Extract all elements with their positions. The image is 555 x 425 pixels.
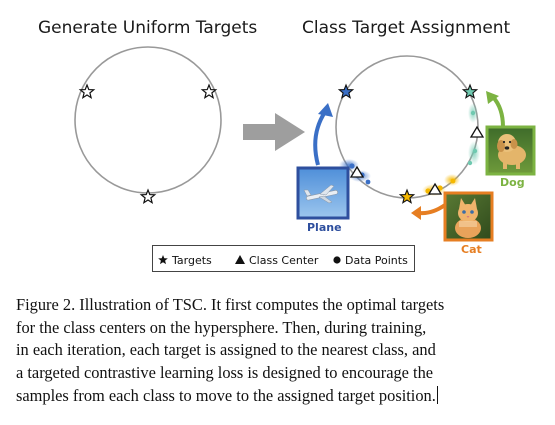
dog-class-center: [469, 125, 485, 138]
left-panel-title: Generate Uniform Targets: [38, 18, 258, 38]
dog-data-points: [467, 103, 480, 166]
caption-line-text: samples from each class to move to the a…: [16, 385, 436, 405]
legend-class-center-label: Class Center: [249, 254, 319, 267]
cat-target-star: [398, 188, 416, 204]
dog-photo: [485, 125, 536, 176]
caption-line: in each iteration, each target is assign…: [16, 340, 436, 360]
dog-move-arrow: [491, 95, 505, 128]
cat-move-arrow: [419, 203, 447, 216]
right-panel-title: Class Target Assignment: [302, 18, 511, 38]
plane-label: Plane: [307, 221, 342, 234]
dog-target-star: [461, 83, 479, 99]
plane-move-arrow: [313, 110, 327, 166]
text-cursor: [436, 385, 438, 404]
transition-arrow: [243, 113, 305, 151]
caption-line-last: samples from each class to move to the a…: [16, 385, 546, 408]
legend-data-points-label: Data Points: [345, 254, 408, 267]
figure-graphic: [74, 46, 536, 242]
dog-move-arrowhead: [486, 91, 499, 104]
caption-line: Figure 2. Illustration of TSC. It first …: [16, 295, 445, 314]
left-target-star-1: [78, 83, 96, 100]
legend: [152, 245, 415, 272]
cat-class-center: [427, 182, 443, 195]
left-target-star-2: [200, 83, 218, 100]
plane-target-star: [337, 83, 355, 99]
legend-targets-label: Targets: [172, 254, 212, 267]
left-target-star-3: [139, 188, 157, 205]
airplane-icon: [303, 184, 339, 204]
dog-label: Dog: [500, 176, 525, 189]
figure-caption: Figure 2. Illustration of TSC. It first …: [16, 294, 546, 408]
plane-class-center: [349, 165, 365, 178]
cat-photo: [443, 191, 494, 242]
left-hypersphere-circle: [74, 46, 222, 194]
plane-photo: [296, 166, 350, 220]
caption-line: for the class centers on the hypersphere…: [16, 317, 427, 337]
plane-move-arrowhead: [318, 103, 333, 117]
cat-move-arrowhead: [411, 206, 421, 220]
caption-line: a targeted contrastive learning loss is …: [16, 363, 434, 383]
cat-label: Cat: [461, 243, 482, 256]
